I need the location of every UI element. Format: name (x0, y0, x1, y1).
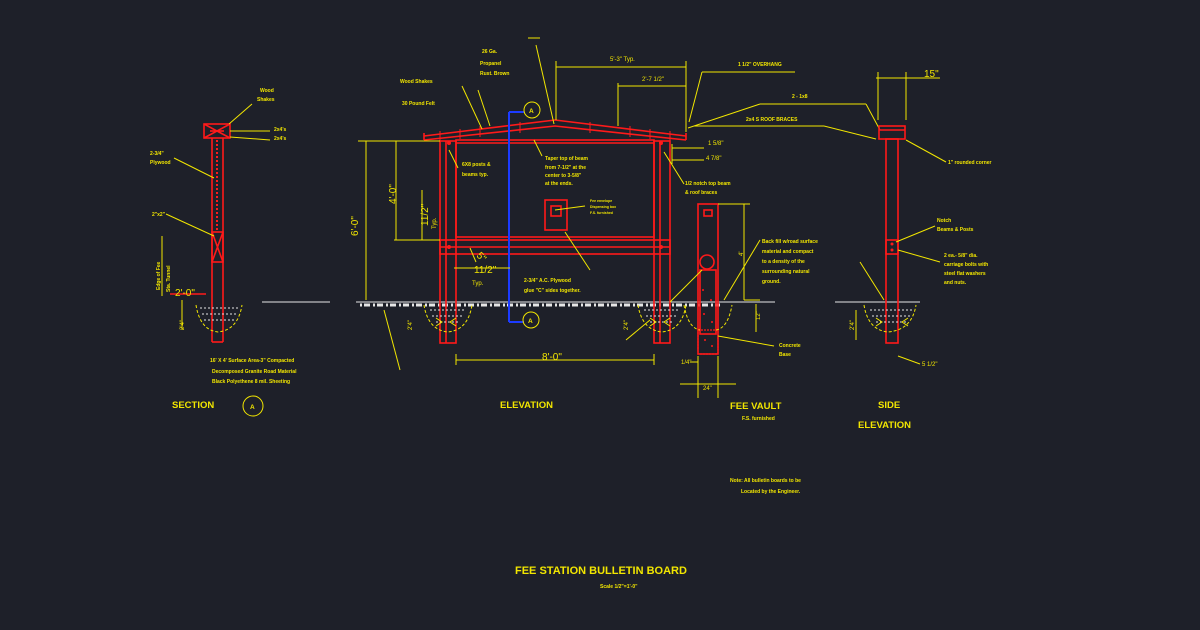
label-taper-1: Taper top of beam (545, 156, 589, 162)
label-notch: Notch (937, 218, 951, 224)
dim-8-0: 8'-0" (542, 352, 562, 363)
label-backfill-5: ground. (762, 279, 781, 285)
dim-6-0: 6'-0" (350, 216, 361, 236)
label-taper-4: at the ends. (545, 181, 573, 187)
dim-4-7-8: 4 7/8" (706, 156, 721, 162)
dim-elev-depth-right: 2'4" (624, 320, 630, 330)
label-edge-tunnel: Sta. Tunnel (166, 265, 172, 292)
dim-11-half-v: 11/2" (420, 203, 431, 226)
label-backfill-1: Back fill w/road surface (762, 239, 818, 245)
dim-typ-h: Typ. (472, 281, 484, 287)
dim-vault-width: 1/4" (681, 360, 691, 366)
dim-5-half: 5 1/2" (922, 362, 937, 368)
label-overhang: 1 1/2" OVERHANG (738, 62, 782, 68)
label-edge-fee: Edge of Fee (156, 261, 162, 290)
label-bolts-2: carriage bolts with (944, 262, 988, 268)
label-sign-3: F.S. furnished (590, 211, 613, 215)
dim-11-half-h: 11/2" (474, 265, 497, 276)
dim-2-0: 2'-0" (175, 288, 195, 299)
label-2x4-a: 2x4's (274, 127, 287, 133)
elevation-view (358, 37, 881, 371)
label-notch-beams: Beams & Posts (937, 227, 974, 233)
label-posts: 6X8 posts & (462, 162, 491, 168)
label-bolts-3: steel flat washers (944, 271, 986, 277)
label-propanel-color: Rust. Brown (480, 71, 509, 77)
title-side: SIDE (878, 400, 900, 411)
subtitle-fee-vault: F.S. furnished (742, 416, 775, 422)
label-wood: Wood (260, 88, 274, 94)
label-backfill-3: to a density of the (762, 259, 805, 265)
dim-4-0: 4'-0" (388, 184, 399, 204)
drawing-scale: Scale 1/2"=1'-0" (600, 584, 638, 590)
section-marker-bottom-letter: A (528, 318, 533, 325)
label-surface-1: 16' X 4' Surface Area-3" Compacted (210, 358, 294, 364)
label-plywood-ac: 2-3/4" A.C. Plywood (524, 278, 571, 284)
label-propanel-ga: 26 Ga. (482, 49, 498, 55)
side-elevation-view (855, 72, 947, 365)
section-marker-circle (242, 395, 264, 417)
dim-vault-depth: 12" (756, 311, 762, 320)
label-base: Base (779, 352, 791, 358)
note-line-1: Note: All bulletin boards to be (730, 478, 801, 484)
title-side-elevation: ELEVATION (858, 420, 911, 431)
label-backfill-2: material and compact (762, 249, 814, 255)
label-2-1x8: 2 - 1x8 (792, 94, 808, 100)
dim-typ-v: Typ. (432, 217, 438, 229)
label-bolts-1: 2 ea.- 5/8" dia. (944, 253, 978, 259)
label-roof-braces: 2x4 S ROOF BRACES (746, 117, 798, 123)
label-2x4-b: 2x4's (274, 136, 287, 142)
dim-vault-height: 4' (739, 252, 745, 256)
drawing-title: FEE STATION BULLETIN BOARD (515, 565, 687, 577)
label-plywood: Plywood (150, 160, 171, 166)
section-marker-top (523, 101, 541, 119)
dim-5-3: 5'-3" Typ. (610, 57, 635, 63)
label-taper-2: from 7-1/2" at the (545, 165, 586, 171)
section-marker-top-letter: A (529, 108, 534, 115)
dim-1-5-8: 1 5/8" (708, 141, 723, 147)
label-surface-3: Black Polyethene 8 mil. Sheeting (212, 379, 290, 385)
dim-section-depth: 2'4" (180, 320, 186, 330)
label-backfill-4: surrounding natural (762, 269, 810, 275)
fee-vault-view (669, 203, 775, 398)
label-shakes: Shakes (257, 97, 275, 103)
label-pound-felt: 30 Pound Felt (402, 101, 435, 107)
label-notch-braces: & roof braces (685, 190, 717, 196)
label-notch-top: 1/2 notch top beam (685, 181, 731, 187)
label-beams: beams typ. (462, 172, 489, 178)
dim-vault-24: 24" (703, 386, 712, 392)
label-concrete: Concrete (779, 343, 801, 349)
dim-15: 15" (924, 69, 939, 80)
label-bolts-4: and nuts. (944, 280, 967, 286)
label-taper-3: center to 3-5/8" (545, 173, 582, 179)
label-plywood-thk: 2-3/4" (150, 151, 164, 157)
title-section: SECTION (172, 400, 214, 411)
ground-lines (262, 301, 920, 307)
section-marker-bottom (522, 311, 540, 329)
note-line-2: Located by the Engineer. (741, 489, 801, 495)
label-plywood-glue: glue "C" sides together. (524, 288, 581, 294)
label-sign-2: Dispensing box (590, 205, 616, 209)
section-marker-letter: A (250, 404, 255, 411)
title-elevation: ELEVATION (500, 400, 553, 411)
label-surface-2: Decomposed Granite Road Material (212, 369, 297, 375)
section-view (161, 103, 271, 343)
label-rounded-corner: 1" rounded corner (948, 160, 992, 166)
label-2x2: 2"x2" (152, 212, 166, 218)
title-fee-vault: FEE VAULT (730, 401, 782, 412)
label-wood-shakes: Wood Shakes (400, 79, 433, 85)
dim-elev-depth-left: 2'4" (408, 320, 414, 330)
label-propanel: Propanel (480, 61, 502, 67)
dim-2-7-half: 2'-7 1/2" (642, 77, 664, 83)
dim-side-depth: 2'4" (850, 320, 856, 330)
label-sign-1: Fee envelope (590, 199, 612, 203)
dim-5-in: 5" (474, 250, 489, 265)
